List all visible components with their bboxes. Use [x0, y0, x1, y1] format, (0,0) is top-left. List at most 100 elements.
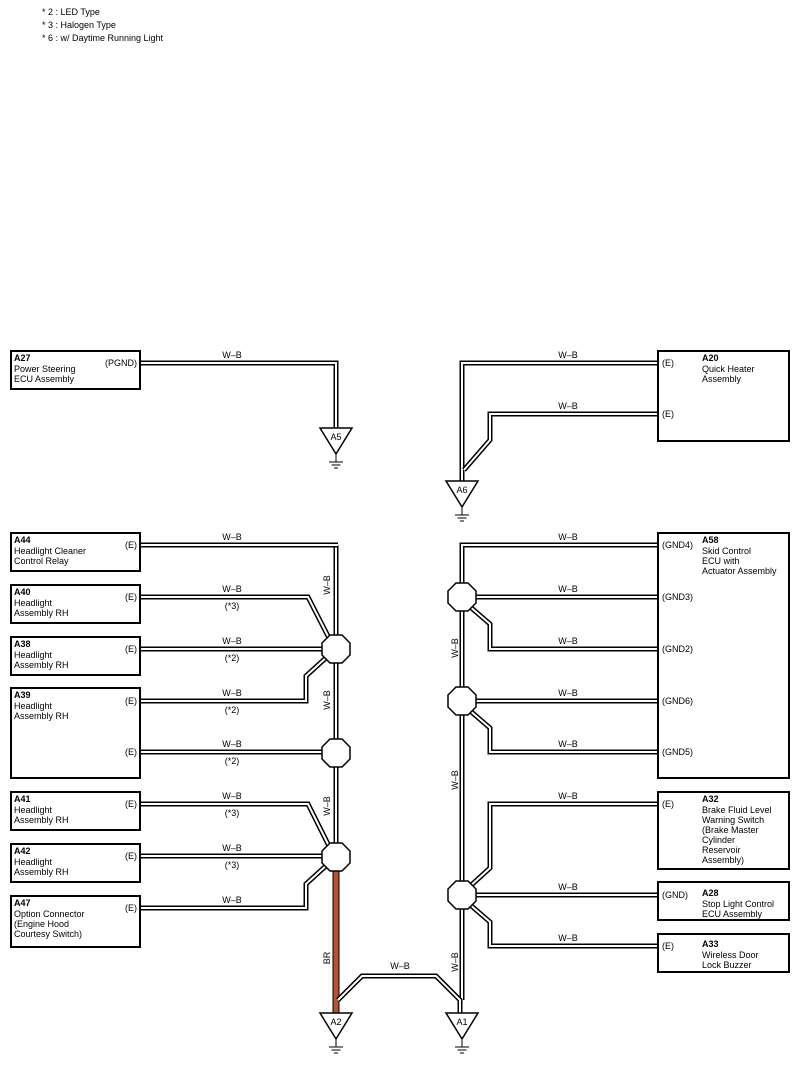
wire-label: W–B	[322, 575, 332, 595]
splice-point	[321, 738, 351, 768]
wire-label: W–B	[222, 532, 242, 542]
ground-label: A6	[456, 485, 467, 495]
component-name: Reservoir	[702, 845, 741, 855]
pin-label: (E)	[662, 941, 674, 951]
wire-a20-a6	[459, 360, 658, 481]
component-name: (Brake Master	[702, 825, 759, 835]
wire-a33	[466, 901, 658, 949]
option-note: (*3)	[225, 808, 240, 818]
component-code: A28	[702, 888, 719, 898]
pin-label: (E)	[125, 747, 137, 757]
component-name: Brake Fluid Level	[702, 805, 772, 815]
splice-point	[447, 686, 477, 716]
option-note: (*2)	[225, 756, 240, 766]
component-name: Actuator Assembly	[702, 566, 777, 576]
pin-label: (E)	[662, 799, 674, 809]
notes-list: * 2 : LED Type * 3 : Halogen Type * 6 : …	[42, 6, 163, 45]
wire-a41	[140, 801, 333, 850]
component-name: Assembly RH	[14, 608, 69, 618]
pin-label: (E)	[125, 696, 137, 706]
wire-label: W–B	[450, 770, 460, 790]
wire-label: W–B	[222, 739, 242, 749]
pin-label: (GND3)	[662, 592, 693, 602]
wire-label: W–B	[558, 350, 578, 360]
wire-a47	[140, 862, 330, 911]
splice-point	[321, 634, 351, 664]
option-note: (*2)	[225, 705, 240, 715]
component-box-a58	[657, 532, 790, 779]
wire-label: W–B	[558, 739, 578, 749]
component-name: ECU Assembly	[14, 374, 75, 384]
option-note: (*3)	[225, 860, 240, 870]
pin-label: (E)	[662, 358, 674, 368]
component-code: A32	[702, 794, 719, 804]
component-name: Quick Heater	[702, 364, 755, 374]
component-code: A38	[14, 639, 31, 649]
component-code: A41	[14, 794, 31, 804]
ground-a6: A6	[444, 480, 480, 522]
component-name: Headlight Cleaner	[14, 546, 86, 556]
component-name: Skid Control	[702, 546, 751, 556]
component-box-a38	[10, 636, 141, 676]
wire-label: W–B	[222, 895, 242, 905]
option-note: (*2)	[225, 653, 240, 663]
wire-label: W–B	[222, 688, 242, 698]
wire-label: W–B	[558, 791, 578, 801]
splice-point	[447, 880, 477, 910]
wire-a27-a5	[140, 360, 339, 428]
note-item: * 6 : w/ Daytime Running Light	[42, 33, 164, 43]
wire-label: W–B	[558, 688, 578, 698]
component-name: Headlight	[14, 805, 53, 815]
wire-label: W–B	[222, 350, 242, 360]
component-name: Power Steering	[14, 364, 76, 374]
wire-a2-a1	[336, 973, 463, 1013]
ground-a2: A2	[318, 1012, 354, 1054]
wire-a20-a6-2	[462, 411, 658, 472]
wire-right-trunk	[459, 542, 658, 1000]
component-box-a32	[657, 791, 790, 870]
option-note: (*3)	[225, 601, 240, 611]
component-box-a44	[10, 532, 141, 572]
component-name: ECU Assembly	[702, 909, 763, 919]
ground-label: A2	[330, 1017, 341, 1027]
component-code: A44	[14, 535, 31, 545]
pin-label: (E)	[125, 540, 137, 550]
wire-label: W–B	[322, 690, 332, 710]
ground-label: A5	[330, 432, 341, 442]
pin-label: (PGND)	[105, 358, 137, 368]
wire-label: W–B	[322, 796, 332, 816]
pin-label: (E)	[125, 851, 137, 861]
component-name: Assembly RH	[14, 660, 69, 670]
wire-label: W–B	[450, 952, 460, 972]
component-box-a42	[10, 843, 141, 883]
ground-a5: A5	[318, 427, 354, 469]
wire-label: W–B	[558, 584, 578, 594]
wire-label: W–B	[558, 882, 578, 892]
wire-a39-1	[140, 654, 330, 704]
pin-label: (GND2)	[662, 644, 693, 654]
wire-label: W–B	[558, 401, 578, 411]
note-item: * 2 : LED Type	[42, 7, 100, 17]
component-name: Assembly)	[702, 855, 744, 865]
component-name: Wireless Door	[702, 950, 759, 960]
ground-a1: A1	[444, 1012, 480, 1054]
wire-a58-gnd2	[466, 603, 658, 652]
wire-label: W–B	[558, 933, 578, 943]
wire-label: W–B	[222, 791, 242, 801]
wire-label: W–B	[222, 636, 242, 646]
pin-label: (GND4)	[662, 540, 693, 550]
ground-label: A1	[456, 1017, 467, 1027]
wire-label: W–B	[222, 584, 242, 594]
pin-label: (E)	[125, 903, 137, 913]
component-name: ECU with	[702, 556, 740, 566]
component-box-a27	[10, 350, 141, 390]
component-name: Assembly RH	[14, 815, 69, 825]
component-code: A58	[702, 535, 719, 545]
component-box-a47	[10, 895, 141, 948]
wire-label: W–B	[558, 532, 578, 542]
splice-point	[447, 582, 477, 612]
component-name: Headlight	[14, 701, 53, 711]
wire-label: W–B	[222, 843, 242, 853]
wire-label-br: BR	[322, 951, 332, 964]
pin-label: (E)	[125, 644, 137, 654]
